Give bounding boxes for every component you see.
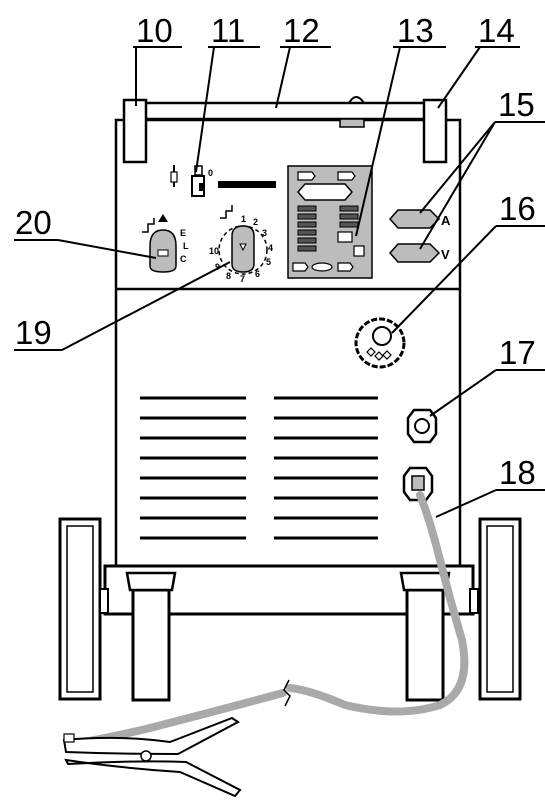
rating-plate-stripe — [218, 181, 276, 188]
callout-10: 10 — [136, 12, 173, 49]
right-wheel — [478, 517, 522, 701]
callout-18: 18 — [499, 454, 536, 491]
left-wheel — [58, 517, 102, 701]
switch-20-position-C: C — [180, 254, 187, 264]
switch-19-position-3: 3 — [262, 228, 267, 238]
range-switch: E L C — [142, 214, 189, 273]
switch-19-position-6: 6 — [255, 269, 260, 279]
switch-19-position-1: 1 — [241, 214, 246, 224]
voltmeter-label: V — [441, 247, 450, 262]
base-frame — [99, 564, 479, 702]
switch-19-position-7: 7 — [240, 274, 245, 284]
switch-20-position-L: L — [183, 241, 189, 251]
output-socket — [354, 317, 406, 369]
ventilation-slots — [140, 396, 378, 540]
socket-18 — [402, 466, 434, 502]
callout-17: 17 — [499, 334, 536, 371]
switch-19-position-10: 10 — [209, 246, 219, 256]
ground-clamp — [62, 716, 242, 798]
left-handle-post — [122, 98, 148, 164]
step-switch: 1 2 3 4 5 6 7 8 9 10 — [209, 205, 273, 284]
callout-20: 20 — [15, 204, 52, 241]
callout-11: 11 — [211, 12, 245, 49]
right-handle-post — [422, 98, 448, 164]
socket-17 — [406, 408, 438, 444]
callout-12: 12 — [283, 12, 320, 49]
switch-19-position-2: 2 — [253, 217, 258, 227]
terminal-panel — [287, 165, 373, 279]
leader-lines — [14, 46, 545, 518]
ammeter-label: A — [441, 213, 451, 228]
callout-13: 13 — [397, 12, 434, 49]
callout-14: 14 — [478, 12, 515, 49]
switch-20-position-E: E — [180, 228, 186, 238]
switch-11-position-0: 0 — [208, 168, 213, 178]
switch-19-position-4: 4 — [268, 243, 273, 253]
callout-16: 16 — [499, 190, 536, 227]
voltmeter: V — [388, 243, 450, 263]
ammeter: A — [388, 209, 451, 229]
callout-19: 19 — [15, 314, 52, 351]
callout-15: 15 — [498, 86, 535, 123]
switch-19-position-9: 9 — [215, 262, 220, 272]
switch-19-position-5: 5 — [266, 257, 271, 267]
main-switch: 0 — [170, 165, 213, 197]
switch-19-position-8: 8 — [226, 271, 231, 281]
